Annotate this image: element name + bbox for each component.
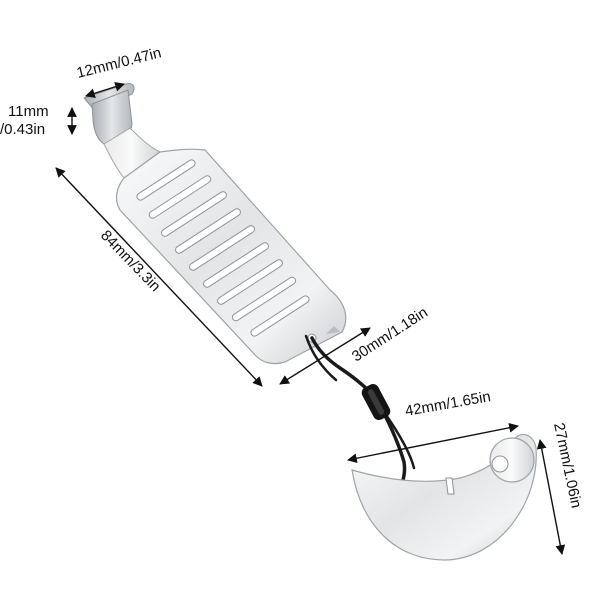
label-cutter-height: 27mm/1.06in (550, 421, 585, 509)
cutter-hole (491, 455, 509, 473)
cord-lock (361, 383, 391, 421)
arrow-plate-width (279, 327, 371, 385)
arrow-cutter-height (536, 439, 566, 555)
grater-plate (83, 83, 347, 365)
label-cutter-width: 42mm/1.65in (404, 388, 492, 420)
arrow-hook-width (85, 81, 125, 99)
arrow-plate-length (55, 167, 263, 387)
label-hook-width: 12mm/0.47in (75, 44, 163, 81)
plate-body (115, 148, 347, 365)
arrow-cutter-width (347, 422, 519, 464)
label-hook-depth-in: /0.43in (0, 121, 45, 138)
label-hook-depth-mm: 11mm (8, 103, 49, 120)
dimension-arrows (55, 81, 566, 555)
cutter-slot (445, 477, 455, 495)
label-plate-width: 30mm/1.18in (349, 304, 431, 365)
